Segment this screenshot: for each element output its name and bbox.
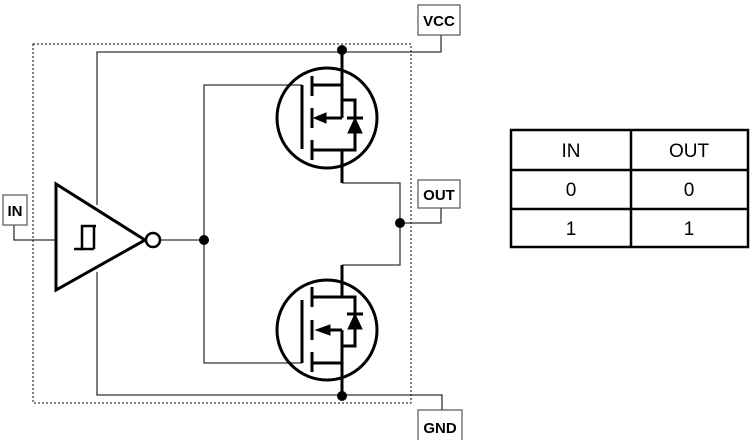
- table-cell: 0: [566, 180, 577, 201]
- gate-bus: [203, 84, 302, 364]
- in-pin-box: [2, 194, 28, 226]
- vcc-rail: [96, 35, 442, 205]
- gnd-rail: [96, 272, 443, 410]
- vcc-pin-box: [417, 4, 461, 36]
- gnd-label: GND: [423, 420, 457, 437]
- inverter-triangle: [54, 181, 148, 293]
- output-node-wire: [342, 182, 401, 266]
- pmos-transistor: [275, 52, 379, 183]
- truth-table: IN OUT 0 0 1 1: [509, 128, 750, 249]
- wires: [13, 35, 443, 410]
- table-header-in: IN: [562, 141, 581, 162]
- vcc-junction-dot: [337, 45, 347, 55]
- gnd-pin-box: [417, 409, 463, 440]
- table-header-out: OUT: [669, 141, 710, 162]
- vcc-label: VCC: [423, 13, 455, 30]
- schmitt-inverter: [54, 181, 162, 293]
- table-cell: 1: [566, 219, 577, 240]
- out-wire: [400, 208, 442, 224]
- out-label: OUT: [423, 187, 455, 204]
- in-wire: [13, 225, 55, 241]
- gnd-junction-dot: [337, 391, 347, 401]
- table-cell: 0: [684, 180, 695, 201]
- in-label: IN: [8, 203, 23, 220]
- hysteresis-icon: [74, 224, 96, 251]
- gate-junction-dot: [199, 235, 209, 245]
- inversion-bubble: [144, 231, 162, 249]
- out-pin-box: [417, 179, 461, 209]
- nmos-transistor: [275, 265, 379, 396]
- table-cell: 1: [684, 219, 695, 240]
- output-junction-dot: [395, 218, 405, 228]
